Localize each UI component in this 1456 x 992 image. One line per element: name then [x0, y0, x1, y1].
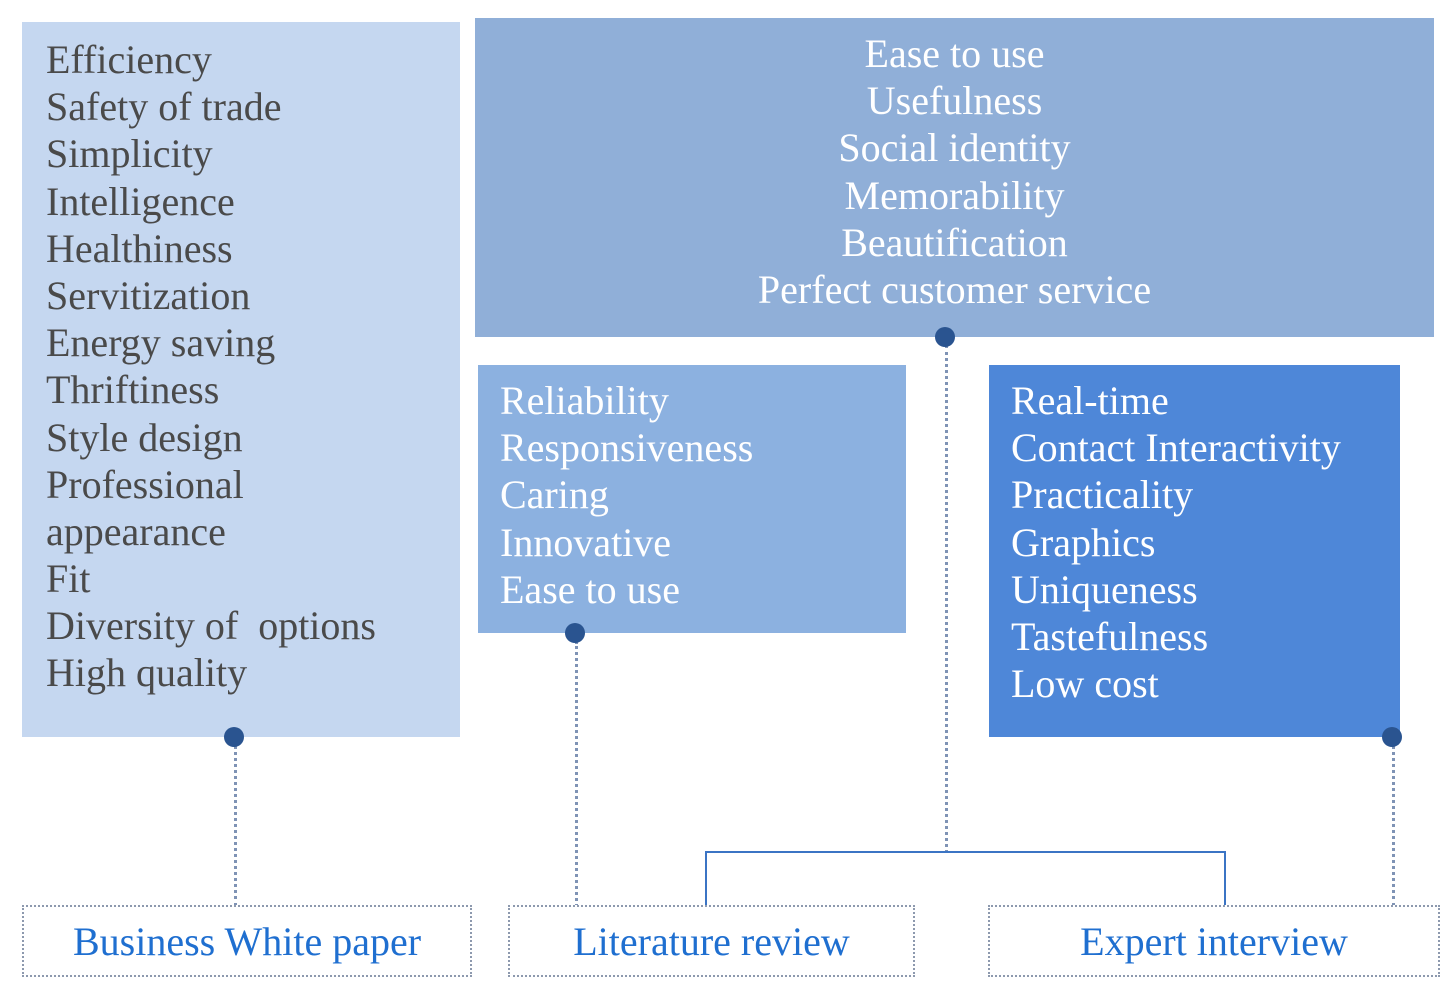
- connector-line-business-white-paper: [234, 745, 237, 907]
- attribute-item: Tastefulness: [1011, 613, 1209, 659]
- connector-line-expert-interview: [1392, 745, 1395, 907]
- attribute-item: Fit: [46, 556, 91, 602]
- attribute-item: Uniqueness: [1011, 566, 1198, 612]
- attribute-item: Servitization: [46, 272, 251, 318]
- source-box-literature-review[interactable]: Literature review: [508, 905, 915, 977]
- attribute-item: Energy saving: [46, 320, 276, 366]
- connector-line-literature-review: [575, 641, 578, 907]
- attribute-item: Thriftiness: [46, 367, 220, 413]
- source-label: Literature review: [573, 918, 850, 964]
- attribute-item: Social identity: [838, 125, 1071, 171]
- attribute-item: Healthiness: [46, 225, 233, 271]
- attribute-item: Caring: [500, 472, 609, 518]
- attribute-item: Reliability: [500, 378, 669, 423]
- panel-expert-interview-attributes: Real-time Contact Interactivity Practica…: [989, 365, 1400, 737]
- panel-top-attributes: Ease to use Usefulness Social identity M…: [475, 18, 1434, 337]
- attribute-item: Perfect customer service: [757, 266, 1152, 312]
- attribute-item: Safety of trade: [46, 84, 282, 130]
- source-box-expert-interview[interactable]: Expert interview: [988, 905, 1440, 977]
- attribute-item: Graphics: [1011, 519, 1156, 565]
- attribute-item: Innovative: [500, 519, 672, 565]
- attribute-item: Practicality: [1011, 472, 1194, 518]
- connector-dot-expert-interview: [1382, 727, 1402, 747]
- attribute-item: High quality: [46, 650, 248, 696]
- attribute-item: Memorability: [844, 172, 1065, 218]
- connector-dot-top-panel: [935, 327, 955, 347]
- connector-dot-literature-review: [565, 623, 585, 643]
- attribute-item: Style design: [46, 414, 243, 460]
- attribute-item: Low cost: [1011, 661, 1159, 707]
- connector-dot-business-white-paper: [224, 727, 244, 747]
- attribute-item: appearance: [46, 508, 226, 554]
- connector-bracket-shared-sources: [705, 851, 1226, 907]
- panel-business-white-paper-attributes: Efficiency Safety of trade Simplicity In…: [22, 22, 460, 737]
- attribute-item: Intelligence: [46, 178, 235, 224]
- attribute-item: Real-time: [1011, 378, 1169, 423]
- attribute-item: Ease to use: [864, 31, 1045, 76]
- attribute-item: Simplicity: [46, 131, 213, 177]
- attribute-item: Diversity of options: [46, 603, 376, 649]
- attribute-item: Efficiency: [46, 37, 212, 82]
- source-box-business-white-paper[interactable]: Business White paper: [22, 905, 472, 977]
- connector-line-top-panel: [945, 345, 948, 853]
- attribute-item: Professional: [46, 461, 244, 507]
- source-label: Expert interview: [1080, 918, 1348, 964]
- attribute-item: Contact Interactivity: [1011, 425, 1341, 471]
- panel-literature-review-attributes: Reliability Responsiveness Caring Innova…: [478, 365, 906, 633]
- attribute-item: Responsiveness: [500, 425, 754, 471]
- attribute-item: Usefulness: [866, 78, 1043, 124]
- source-label: Business White paper: [72, 918, 422, 964]
- attribute-item: Ease to use: [500, 566, 680, 612]
- attribute-item: Beautification: [841, 219, 1068, 265]
